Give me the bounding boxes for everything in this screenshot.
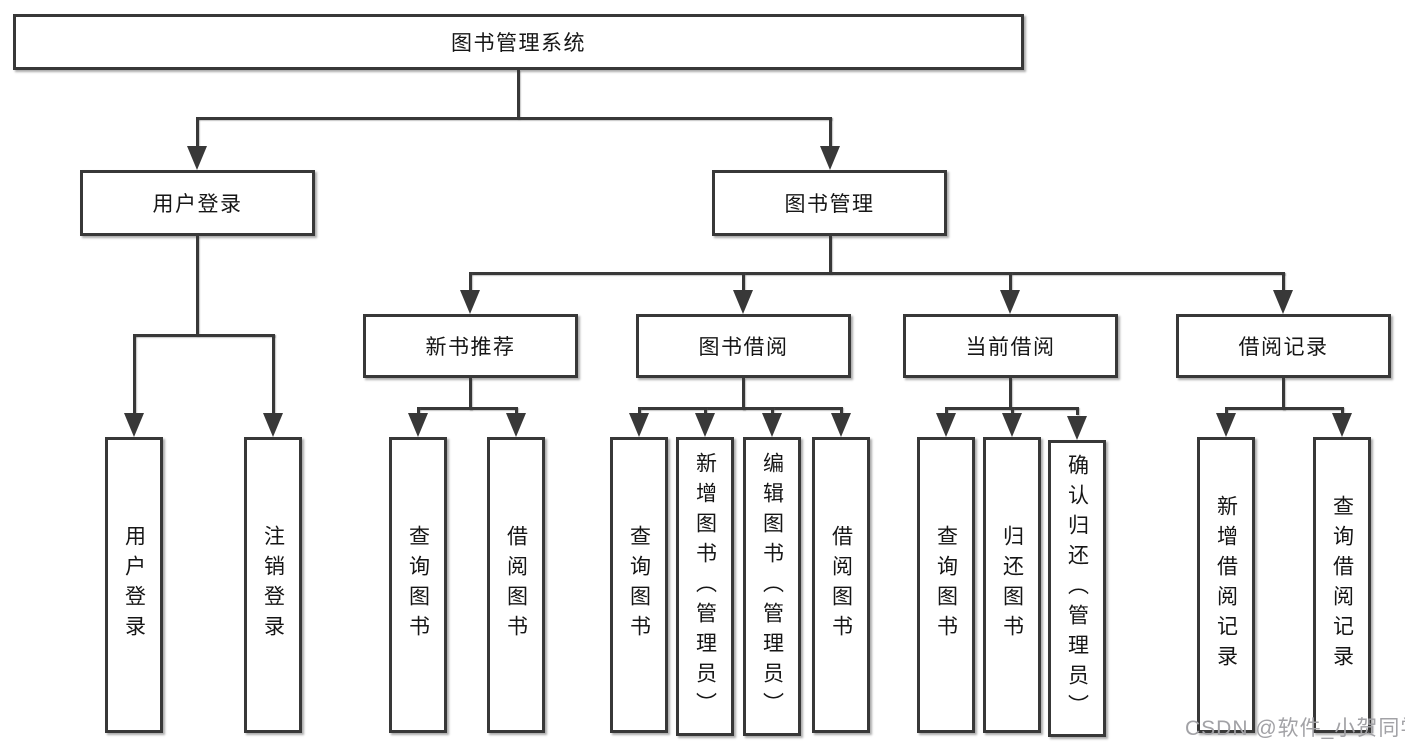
arrow-down-borrowing-edit [762,413,782,437]
leaf-logout-label: 注销登录 [261,525,285,645]
node-current-borrowing-label: 当前借阅 [965,336,1056,359]
connector-recommend-stem [469,378,472,410]
connector-borrowing-bus [638,407,842,410]
leaf-return-books-label: 归还图书 [1000,525,1024,645]
arrow-down-new-book-recommend [460,290,480,314]
connector-stem-borrowing-records [1282,272,1285,292]
node-borrowing-records-label: 借阅记录 [1238,336,1329,359]
connector-root-stem [517,70,520,119]
node-borrowing-records: 借阅记录 [1176,314,1391,378]
connector-stem-borrowing-borrow [840,407,843,415]
node-book-borrowing: 图书借阅 [636,314,851,378]
connector-borrowing-stem [742,378,745,410]
leaf-recommend-borrow-books-label: 借阅图书 [504,525,528,645]
leaf-recommend-query-books-label: 查询图书 [406,525,430,645]
csdn-watermark: CSDN @软件_小贺同学 [1185,717,1405,740]
node-user-login: 用户登录 [80,170,315,236]
connector-recommend-bus [417,407,517,410]
leaf-return-books: 归还图书 [983,437,1041,733]
connector-level3-bus [469,272,1285,275]
connector-stem-current-query [945,407,948,415]
connector-stem-user-login [196,117,199,148]
connector-user-login-bus [133,334,275,337]
connector-stem-new-book-recommend [469,272,472,292]
node-book-borrowing-label: 图书借阅 [698,336,789,359]
arrow-down-current-confirm [1067,416,1087,440]
leaf-query-borrow-record: 查询借阅记录 [1313,437,1371,733]
leaf-logout: 注销登录 [244,437,302,733]
arrow-down-records-query [1332,413,1352,437]
connector-stem-borrowing-add [704,407,707,415]
connector-level2-bus [196,117,832,120]
leaf-query-borrow-record-label: 查询借阅记录 [1330,495,1354,675]
node-root: 图书管理系统 [13,14,1024,70]
node-new-book-recommend-label: 新书推荐 [425,336,516,359]
connector-user-login-stem [196,236,199,336]
leaf-borrowing-borrow-books: 借阅图书 [812,437,870,733]
connector-stem-recommend-borrow [515,407,518,415]
leaf-confirm-return-admin: 确认归还（管理员） [1048,440,1106,737]
leaf-borrowing-query-books-label: 查询图书 [627,525,651,645]
leaf-edit-books-admin-label: 编辑图书（管理员） [760,451,784,722]
connector-stem-book-borrowing [742,272,745,292]
leaf-edit-books-admin: 编辑图书（管理员） [743,437,801,736]
arrow-down-book-borrowing [733,290,753,314]
arrow-down-borrowing-query [629,413,649,437]
arrow-down-leaf-user-login [124,413,144,437]
leaf-confirm-return-admin-label: 确认归还（管理员） [1065,453,1089,724]
arrow-down-borrowing-add [695,413,715,437]
arrow-down-current-return [1002,413,1022,437]
arrow-down-borrowing-borrow [831,413,851,437]
node-user-login-label: 用户登录 [152,193,243,216]
leaf-borrowing-query-books: 查询图书 [610,437,668,733]
connector-stem-recommend-query [417,407,420,415]
node-new-book-recommend: 新书推荐 [363,314,578,378]
leaf-user-login: 用户登录 [105,437,163,733]
leaf-recommend-query-books: 查询图书 [389,437,447,733]
connector-stem-borrowing-edit [771,407,774,415]
arrow-down-recommend-borrow [506,413,526,437]
node-book-management-label: 图书管理 [784,193,875,216]
leaf-user-login-label: 用户登录 [122,525,146,645]
connector-stem-borrowing-query [638,407,641,415]
connector-stem-records-query [1341,407,1344,415]
leaf-add-borrow-record-label: 新增借阅记录 [1214,495,1238,675]
connector-stem-book-management [829,117,832,148]
arrow-down-current-query [936,413,956,437]
node-book-management: 图书管理 [712,170,947,236]
leaf-add-borrow-record: 新增借阅记录 [1197,437,1255,733]
connector-records-bus [1225,407,1343,410]
leaf-recommend-borrow-books: 借阅图书 [487,437,545,733]
connector-current-stem [1009,378,1012,410]
arrow-down-current-borrowing [1000,290,1020,314]
connector-records-stem [1282,378,1285,410]
arrow-down-recommend-query [408,413,428,437]
arrow-down-leaf-logout [263,413,283,437]
leaf-current-query-books: 查询图书 [917,437,975,733]
arrow-down-user-login [187,146,207,170]
arrow-down-borrowing-records [1273,290,1293,314]
arrow-down-records-add [1216,413,1236,437]
leaf-add-books-admin: 新增图书（管理员） [676,437,734,736]
node-root-label: 图书管理系统 [451,32,586,55]
leaf-current-query-books-label: 查询图书 [934,525,958,645]
connector-stem-leaf-logout [272,334,275,415]
connector-stem-current-confirm [1076,407,1079,415]
leaf-add-books-admin-label: 新增图书（管理员） [693,451,717,722]
node-current-borrowing: 当前借阅 [903,314,1118,378]
connector-stem-leaf-user-login [133,334,136,415]
connector-stem-current-return [1011,407,1014,415]
connector-book-management-stem [829,236,832,274]
connector-stem-records-add [1225,407,1228,415]
connector-stem-current-borrowing [1009,272,1012,292]
arrow-down-book-management [820,146,840,170]
leaf-borrowing-borrow-books-label: 借阅图书 [829,525,853,645]
